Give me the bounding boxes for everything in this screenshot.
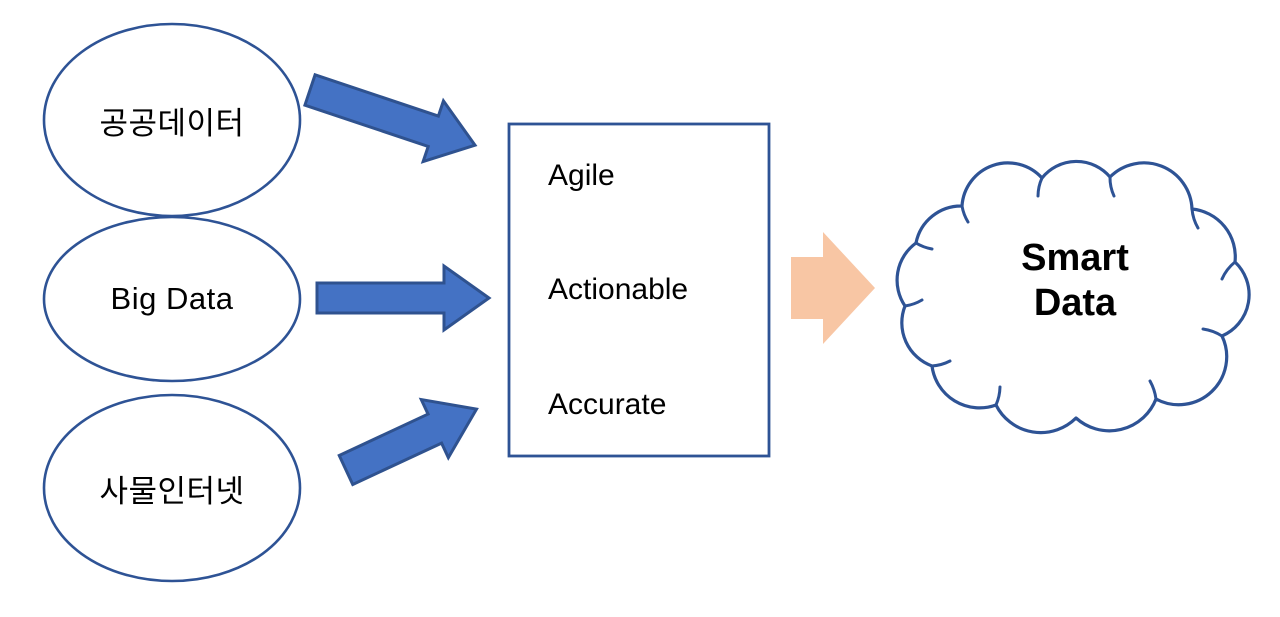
- arrow-box-to-cloud[interactable]: [791, 232, 875, 344]
- criteria-line-agile: Agile: [548, 159, 615, 192]
- criteria-line-accurate: Accurate: [548, 387, 667, 421]
- result-cloud-smart-data[interactable]: [895, 159, 1251, 435]
- arrow-public-data-to-box[interactable]: [300, 60, 485, 176]
- source-ellipse-public-data[interactable]: [42, 22, 302, 218]
- criteria-box-label-group: Agile Actionable Accurate: [548, 160, 758, 420]
- arrow-iot-to-box[interactable]: [332, 380, 490, 499]
- source-ellipse-big-data[interactable]: [42, 215, 302, 383]
- result-label-line-2: Data: [1033, 281, 1117, 324]
- arrow-big-data-to-box[interactable]: [315, 263, 492, 333]
- result-label-line-1: Smart: [1021, 237, 1129, 279]
- criteria-rectangle[interactable]: [507, 122, 771, 458]
- source-ellipse-iot[interactable]: [42, 393, 302, 583]
- result-label-smart-data: Smart Data: [965, 236, 1185, 326]
- criteria-line-actionable: Actionable: [548, 273, 689, 307]
- cloud-inner-arcs: [903, 175, 1237, 407]
